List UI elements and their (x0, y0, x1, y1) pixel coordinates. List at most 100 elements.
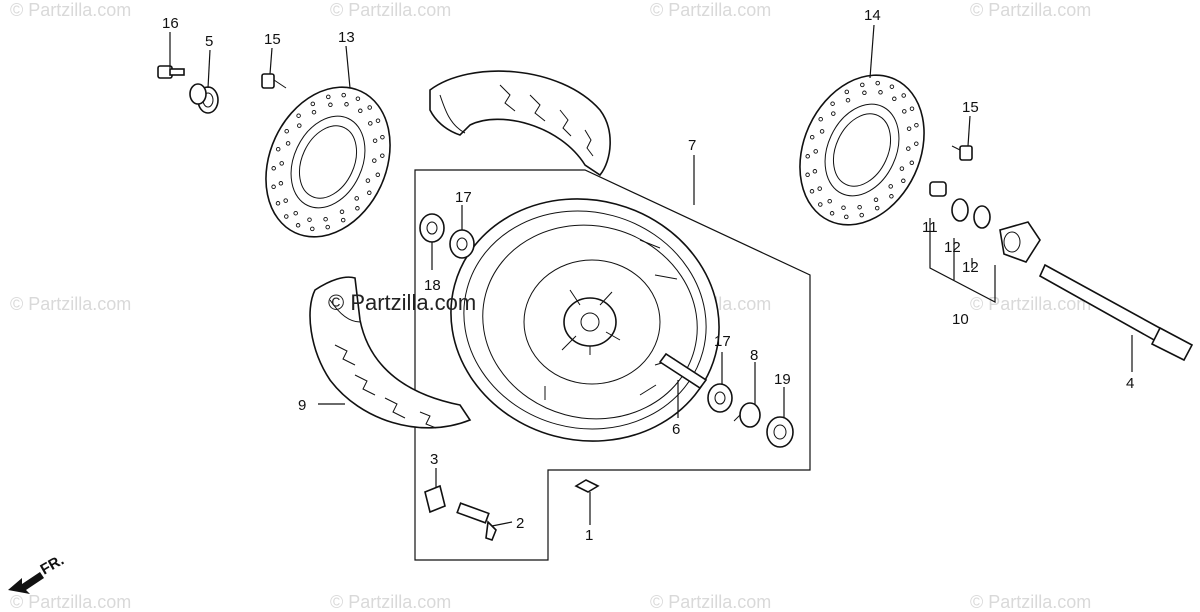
disc-vent-hole (275, 201, 281, 206)
leader-lines (169, 24, 1133, 527)
disc-vent-hole (909, 160, 915, 166)
watermark: © Partzilla.com (10, 294, 131, 314)
disc-vent-hole (355, 206, 360, 211)
disc-vent-hole (295, 223, 301, 228)
disc-vent-hole (831, 111, 836, 116)
disc-vent-hole (307, 217, 312, 222)
disc-vent-hole (859, 212, 864, 218)
disc-vent-hole (368, 121, 373, 126)
retainer-8 (733, 402, 761, 428)
disc-vent-hole (354, 196, 359, 201)
seals-12 (951, 198, 991, 229)
disc-vent-hole (355, 96, 361, 101)
disc-vent-hole (367, 190, 372, 196)
speedometer-gearbox (999, 221, 1041, 263)
disc-vent-hole (271, 184, 276, 190)
collar-11 (929, 181, 947, 197)
watermark: © Partzilla.com (10, 592, 131, 612)
disc-vent-hole (340, 217, 346, 223)
disc-vent-hole (296, 113, 301, 118)
callout-17: 17 (455, 189, 472, 206)
callout-2: 2 (516, 515, 524, 532)
disc-vent-hole (902, 109, 907, 114)
disc-vent-hole (841, 205, 846, 210)
callout-7: 7 (688, 137, 696, 154)
disc-vent-hole (844, 89, 850, 95)
disc-vent-hole (341, 92, 346, 98)
disc-vent-hole (297, 123, 302, 128)
disc-vent-hole (284, 128, 289, 134)
bolt-15-right (951, 145, 973, 161)
disc-vent-hole (844, 214, 849, 220)
seal-19 (766, 416, 794, 448)
disc-vent-hole (326, 94, 331, 100)
disc-vent-hole (380, 153, 385, 158)
callout-15: 15 (962, 99, 979, 116)
disc-vent-hole (875, 80, 880, 86)
disc-vent-hole (906, 126, 912, 131)
disc-vent-hole (874, 205, 880, 211)
disc-vent-hole (809, 189, 815, 194)
wheel-rim (450, 198, 720, 442)
clip-1 (574, 479, 600, 493)
watermark: © Partzilla.com (970, 0, 1091, 20)
disc-vent-hole (889, 84, 895, 89)
disc-vent-hole (909, 106, 915, 111)
disc-vent-hole (365, 178, 371, 183)
disc-vent-hole (271, 166, 276, 171)
disc-vent-hole (812, 169, 818, 174)
brake-disc-left (265, 86, 391, 238)
disc-vent-hole (817, 186, 822, 191)
disc-vent-hole (901, 178, 906, 184)
watermark-layer: © Partzilla.com © Partzilla.com © Partzi… (10, 0, 1091, 612)
disc-vent-hole (888, 184, 893, 189)
disc-vent-hole (862, 90, 867, 96)
disc-vent-hole (311, 109, 317, 115)
disc-vent-hole (845, 97, 851, 103)
spacer-6 (658, 352, 708, 390)
disc-vent-hole (914, 141, 919, 146)
disc-vent-hole (813, 149, 818, 154)
callout-1: 1 (585, 527, 593, 544)
center-watermark: © Partzilla.com (328, 290, 476, 315)
disc-vent-hole (805, 154, 810, 159)
disc-vent-hole (310, 101, 316, 107)
watermark: © Partzilla.com (970, 592, 1091, 612)
disc-vent-hole (892, 96, 897, 102)
disc-vent-hole (827, 198, 832, 204)
disc-vent-hole (367, 105, 372, 110)
watermark: © Partzilla.com (650, 0, 771, 20)
callout-13: 13 (338, 29, 355, 46)
disc-vent-hole (878, 90, 883, 95)
callouts: 16 5 15 13 14 15 17 18 7 9 11 12 12 10 4… (162, 7, 1134, 544)
disc-vent-hole (293, 210, 298, 216)
disc-vent-hole (829, 211, 835, 216)
disc-vent-hole (901, 93, 906, 98)
disc-vent-hole (372, 158, 377, 163)
disc-vent-hole (873, 197, 879, 203)
bearing-17-left (449, 229, 475, 259)
front-direction-indicator: FR. (8, 552, 67, 594)
callout-19: 19 (774, 371, 791, 388)
tire-upper (429, 70, 611, 177)
callout-8: 8 (750, 347, 758, 364)
callout-17: 17 (714, 333, 731, 350)
disc-vent-hole (310, 226, 315, 232)
assembly-outline (414, 169, 811, 561)
disc-vent-hole (857, 204, 862, 210)
callout-4: 4 (1126, 375, 1134, 392)
valve-2 (456, 502, 497, 541)
disc-vent-hole (375, 118, 381, 123)
disc-vent-hole (344, 102, 349, 107)
callout-6: 6 (672, 421, 680, 438)
axle-4 (1038, 263, 1194, 362)
callout-5: 5 (205, 33, 213, 50)
watermark: © Partzilla.com (10, 0, 131, 20)
disc-vent-hole (860, 82, 865, 88)
callout-11: 11 (922, 219, 938, 236)
callout-3: 3 (430, 451, 438, 468)
watermark: © Partzilla.com (330, 592, 451, 612)
disc-vent-hole (889, 194, 894, 199)
disc-vent-hole (914, 122, 919, 128)
